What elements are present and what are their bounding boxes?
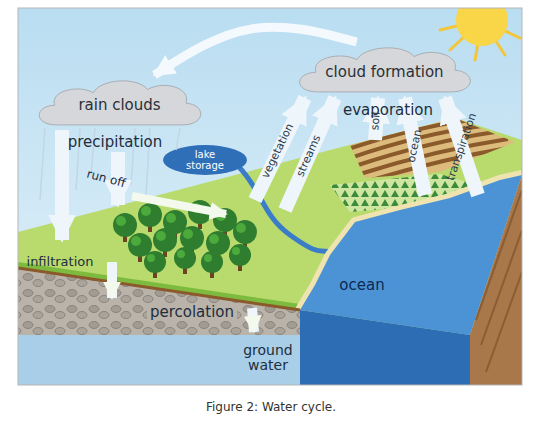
evaporation-arrow — [285, 98, 335, 210]
sun — [440, 8, 520, 60]
sky — [18, 8, 522, 385]
cloud-node: cloud formation — [292, 42, 477, 94]
land-side — [470, 175, 522, 385]
cloud-label: cloud formation — [325, 64, 443, 81]
cloud-outline — [39, 81, 201, 125]
ocean-front — [300, 310, 470, 385]
infiltration-arrow — [107, 262, 117, 298]
cloud-label: rain clouds — [78, 97, 160, 114]
scene — [18, 8, 522, 385]
runoff-arrow — [132, 196, 226, 214]
process-label: ground water — [235, 343, 301, 374]
percolation-arrow — [252, 308, 254, 332]
rock-layer — [18, 268, 300, 335]
process-label: precipitation — [68, 134, 163, 151]
land-surface — [18, 118, 522, 335]
ground-arrows — [112, 262, 254, 332]
process-label: percolation — [147, 304, 237, 321]
precipitation-arrow — [55, 130, 69, 240]
side-layers — [476, 190, 522, 372]
process-label: ocean — [339, 277, 384, 294]
figure-caption: Figure 2: Water cycle. — [206, 400, 336, 414]
groundwater-layer — [18, 335, 300, 385]
cloud-outline — [300, 48, 471, 92]
trees — [113, 200, 257, 278]
cloud-node: rain clouds — [32, 75, 207, 127]
process-label: soil — [369, 111, 382, 130]
process-label: lake storage — [180, 149, 230, 171]
process-label: evaporation — [343, 102, 433, 119]
process-label: infiltration — [27, 255, 94, 269]
frame — [18, 8, 522, 385]
